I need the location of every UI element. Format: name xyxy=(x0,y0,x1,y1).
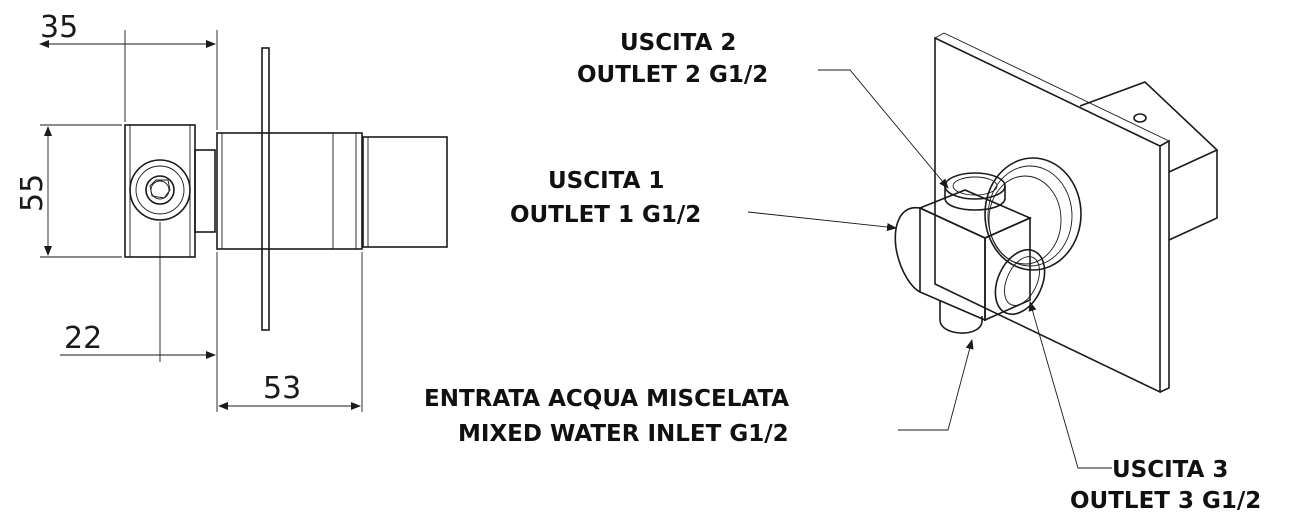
iso-rear-box xyxy=(1079,81,1219,173)
dim-label-35: 35 xyxy=(40,10,78,45)
side-rear-cylinder xyxy=(362,136,448,248)
side-view: 35 55 22 53 xyxy=(15,10,448,412)
callouts: USCITA 2 OUTLET 2 G1/2 USCITA 1 OUTLET 1… xyxy=(424,30,1261,514)
leader-lines xyxy=(747,69,1112,469)
callout-outlet2-en: OUTLET 2 G1/2 xyxy=(577,62,768,88)
callout-inlet-en: MIXED WATER INLET G1/2 xyxy=(458,421,789,447)
leader-inlet xyxy=(898,339,974,431)
side-body xyxy=(216,132,363,250)
callout-outlet3-en: OUTLET 3 G1/2 xyxy=(1070,488,1261,514)
callout-inlet-it: ENTRATA ACQUA MISCELATA xyxy=(424,386,789,412)
iso-cube-side xyxy=(984,216,1031,322)
iso-cube-top xyxy=(917,189,1032,239)
leader-outlet-3 xyxy=(1028,301,1112,469)
side-wall-plate xyxy=(261,47,270,331)
callout-outlet2-it: USCITA 2 xyxy=(620,30,736,56)
leader-outlet-2 xyxy=(818,69,949,189)
callout-outlet1-it: USCITA 1 xyxy=(548,168,664,194)
callout-outlet1-en: OUTLET 1 G1/2 xyxy=(510,202,701,228)
leader-outlet-1 xyxy=(747,211,897,232)
iso-inlet xyxy=(939,300,983,334)
dim-label-53: 53 xyxy=(263,371,301,406)
iso-outlet-1-cap xyxy=(894,207,921,293)
callout-outlet3-it: USCITA 3 xyxy=(1112,457,1228,483)
iso-body-flange xyxy=(984,157,1082,271)
isometric-view xyxy=(894,32,1219,394)
iso-outlet-3 xyxy=(994,249,1046,315)
iso-wall-plate xyxy=(934,36,1161,394)
side-knob-outer xyxy=(129,159,191,221)
dim-label-22: 22 xyxy=(64,321,102,356)
dim-label-55: 55 xyxy=(15,174,50,212)
side-knob-inner xyxy=(145,175,175,205)
